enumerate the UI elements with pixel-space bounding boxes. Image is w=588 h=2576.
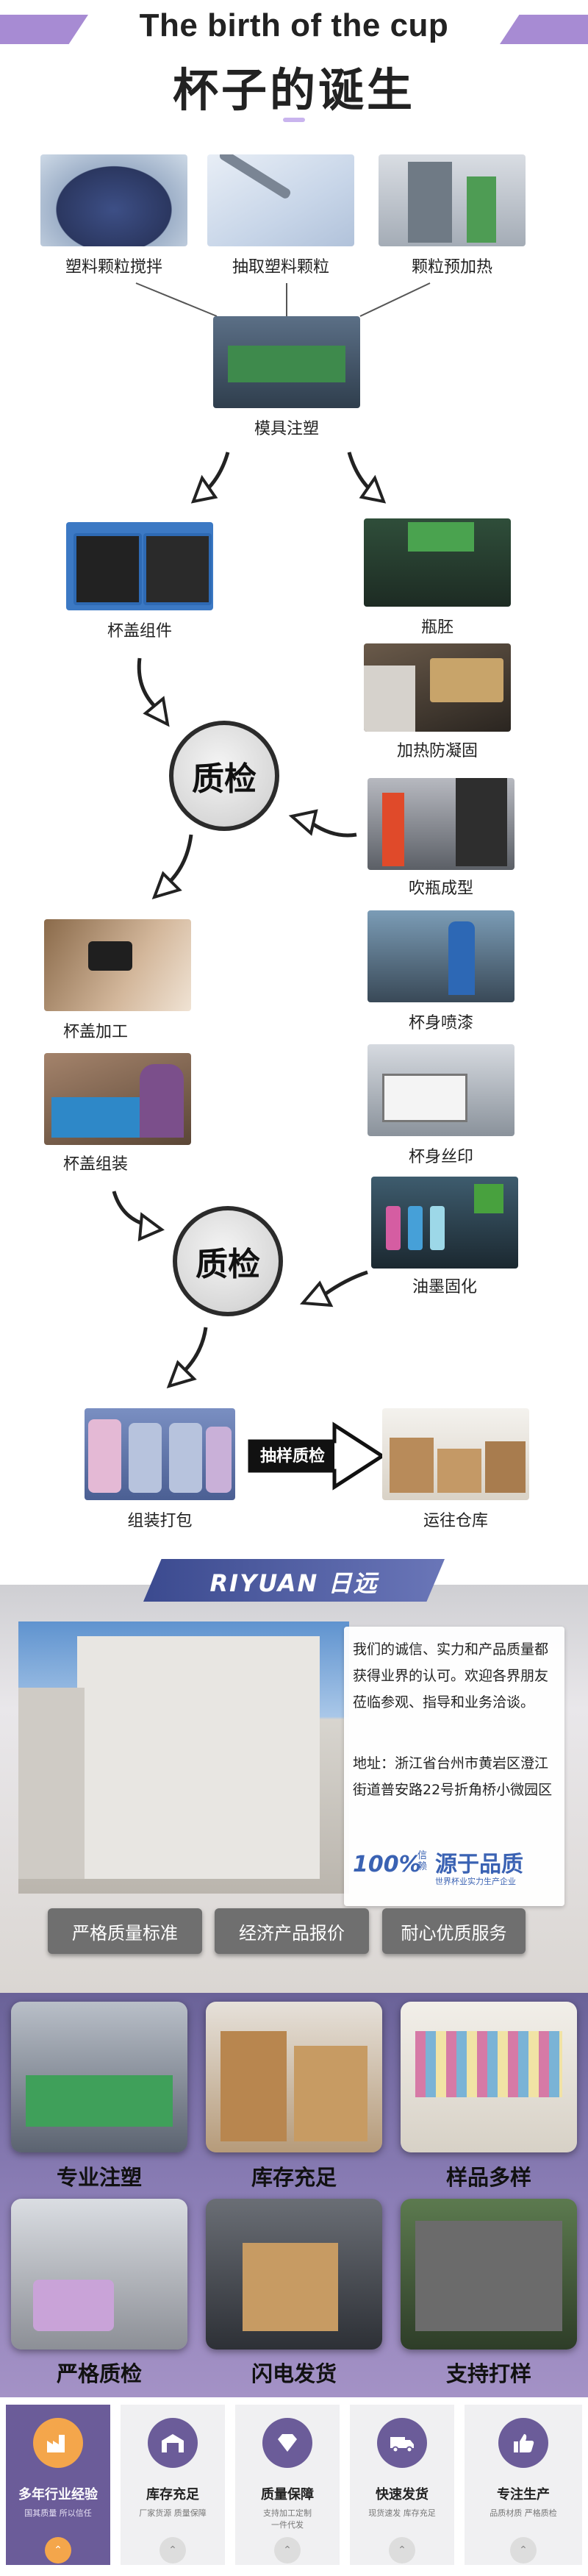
feature-quality-standard: 严格质量标准 bbox=[48, 1908, 202, 1954]
photo-warehouse bbox=[382, 1408, 529, 1500]
chevron-icon: ⌃ bbox=[159, 2537, 186, 2563]
photo-factory-building bbox=[18, 1621, 349, 1894]
gallery-photo-injection bbox=[11, 2002, 187, 2152]
label-warehouse: 运往仓库 bbox=[423, 1512, 488, 1530]
sample-qc-arrow-icon bbox=[248, 1421, 386, 1491]
company-address: 地址：浙江省台州市黄岩区澄江街道普安路22号折角桥小微园区 bbox=[353, 1755, 553, 1798]
label-packing: 组装打包 bbox=[127, 1512, 193, 1530]
thumbs-up-icon bbox=[498, 2418, 548, 2468]
quality-percent: 100% bbox=[353, 1852, 421, 1877]
company-intro: 我们的诚信、实力和产品质量都获得业界的认可。欢迎各界朋友莅临参观、指导和业务洽谈… bbox=[353, 1641, 549, 1710]
photo-lid-processing bbox=[44, 919, 191, 1011]
gallery-photo-shipping bbox=[206, 2199, 382, 2350]
photo-plastic-extraction bbox=[207, 154, 354, 246]
tile-title: 质量保障 bbox=[261, 2487, 314, 2502]
brand-banner bbox=[143, 1559, 445, 1602]
label-preform: 瓶胚 bbox=[420, 618, 453, 637]
tile-title: 多年行业经验 bbox=[18, 2487, 98, 2502]
feature-economic-price: 经济产品报价 bbox=[215, 1908, 369, 1954]
arrow-from-qc1-down-icon bbox=[151, 834, 193, 900]
connector-lines bbox=[135, 282, 431, 317]
chevron-icon: ⌃ bbox=[274, 2537, 301, 2563]
tile-sub: 厂家货源 质量保障 bbox=[139, 2508, 207, 2518]
label-lid-assembly: 杯盖组装 bbox=[62, 1155, 128, 1174]
quality-trust: 信赖 bbox=[417, 1850, 428, 1872]
label-pellet-preheat: 颗粒预加热 bbox=[411, 258, 492, 276]
tile-sub: 现货速发 库存充足 bbox=[368, 2508, 436, 2518]
chevron-icon: ⌃ bbox=[389, 2537, 415, 2563]
arrow-from-qc2-down-icon bbox=[166, 1327, 208, 1389]
quality-small: 世界杯业实力生产企业 bbox=[435, 1877, 516, 1886]
title-underline bbox=[283, 118, 305, 122]
arrow-to-qc1-icon bbox=[137, 657, 170, 727]
photo-plastic-mixing bbox=[40, 154, 187, 246]
gallery-label-shipping: 闪电发货 bbox=[251, 2361, 337, 2386]
quality-big: 源于品质 bbox=[435, 1852, 523, 1877]
tile-title: 库存充足 bbox=[146, 2487, 199, 2502]
title-chinese: 杯子的诞生 bbox=[172, 63, 415, 117]
photo-mold-injection bbox=[213, 316, 360, 408]
tile-quality: 质量保障 支持加工定制 一件代发 ⌃ bbox=[235, 2405, 340, 2565]
photo-pellet-preheat bbox=[379, 154, 526, 246]
qc-circle-1: 质检 bbox=[169, 721, 279, 831]
truck-icon bbox=[377, 2418, 427, 2468]
label-heating: 加热防凝固 bbox=[396, 742, 478, 760]
tile-fast-delivery: 快速发货 现货速发 库存充足 ⌃ bbox=[350, 2405, 454, 2565]
tile-title: 专注生产 bbox=[497, 2487, 550, 2502]
photo-body-spraying bbox=[368, 910, 514, 1002]
tile-experience: 多年行业经验 国其质量 所以信任 ⌃ bbox=[6, 2405, 110, 2565]
label-body-spraying: 杯身喷漆 bbox=[408, 1014, 473, 1032]
label-lid-components: 杯盖组件 bbox=[107, 622, 172, 641]
photo-ink-curing bbox=[371, 1177, 518, 1269]
quality-slogan: 100% 信赖 源于品质 世界杯业实力生产企业 bbox=[353, 1846, 559, 1890]
factory-icon bbox=[33, 2418, 83, 2468]
label-plastic-extraction: 抽取塑料颗粒 bbox=[232, 258, 329, 276]
diamond-icon bbox=[262, 2418, 312, 2468]
arrow-left-into-qc1-icon bbox=[288, 809, 357, 838]
tile-focus-production: 专注生产 品质材质 严格质检 ⌃ bbox=[465, 2405, 582, 2565]
gallery-label-samples: 样品多样 bbox=[445, 2165, 531, 2190]
warehouse-icon bbox=[148, 2418, 198, 2468]
qc-circle-2: 质检 bbox=[173, 1206, 283, 1316]
tile-title: 快速发货 bbox=[376, 2487, 429, 2502]
label-silkscreen: 杯身丝印 bbox=[408, 1148, 473, 1166]
gallery-label-qc: 严格质检 bbox=[56, 2361, 142, 2386]
photo-lid-assembly bbox=[44, 1053, 191, 1145]
gallery-photo-sampling bbox=[401, 2199, 577, 2350]
tile-sub: 国其质量 所以信任 bbox=[24, 2508, 92, 2518]
photo-heating bbox=[364, 643, 511, 732]
feature-quality-service: 耐心优质服务 bbox=[382, 1908, 526, 1954]
gallery-photo-stock bbox=[206, 2002, 382, 2152]
tile-sub: 支持加工定制 一件代发 bbox=[263, 2508, 312, 2530]
sample-qc-label: 抽样质检 bbox=[259, 1447, 325, 1466]
brand-name: RIYUAN 日远 bbox=[209, 1569, 379, 1597]
photo-silkscreen bbox=[368, 1044, 514, 1136]
gallery-label-sampling: 支持打样 bbox=[445, 2361, 531, 2386]
tile-sub: 品质材质 严格质检 bbox=[490, 2508, 557, 2518]
arrow-to-qc2-icon bbox=[112, 1191, 165, 1242]
label-blow-molding: 吹瓶成型 bbox=[408, 880, 473, 898]
label-mold-injection: 模具注塑 bbox=[254, 420, 319, 438]
gallery-label-injection: 专业注塑 bbox=[56, 2165, 142, 2190]
title-english: The birth of the cup bbox=[139, 7, 449, 43]
chevron-icon: ⌃ bbox=[510, 2537, 537, 2563]
arrow-left-into-qc2-icon bbox=[299, 1270, 368, 1307]
company-info-card bbox=[344, 1627, 564, 1906]
photo-packing bbox=[85, 1408, 235, 1500]
label-lid-processing: 杯盖加工 bbox=[62, 1023, 128, 1041]
gallery-label-stock: 库存充足 bbox=[251, 2165, 337, 2190]
photo-lid-components bbox=[66, 522, 213, 610]
photo-blow-molding bbox=[368, 778, 514, 870]
gallery-photo-samples bbox=[401, 2002, 577, 2152]
chevron-icon: ⌃ bbox=[45, 2537, 71, 2563]
arrow-down-right-icon bbox=[347, 452, 387, 504]
gallery-photo-qc bbox=[11, 2199, 187, 2350]
label-plastic-mixing: 塑料颗粒搅拌 bbox=[65, 258, 162, 276]
tile-stock: 库存充足 厂家货源 质量保障 ⌃ bbox=[121, 2405, 225, 2565]
label-ink-curing: 油墨固化 bbox=[412, 1278, 477, 1296]
arrow-down-left-icon bbox=[190, 452, 230, 504]
photo-preform bbox=[364, 518, 511, 607]
